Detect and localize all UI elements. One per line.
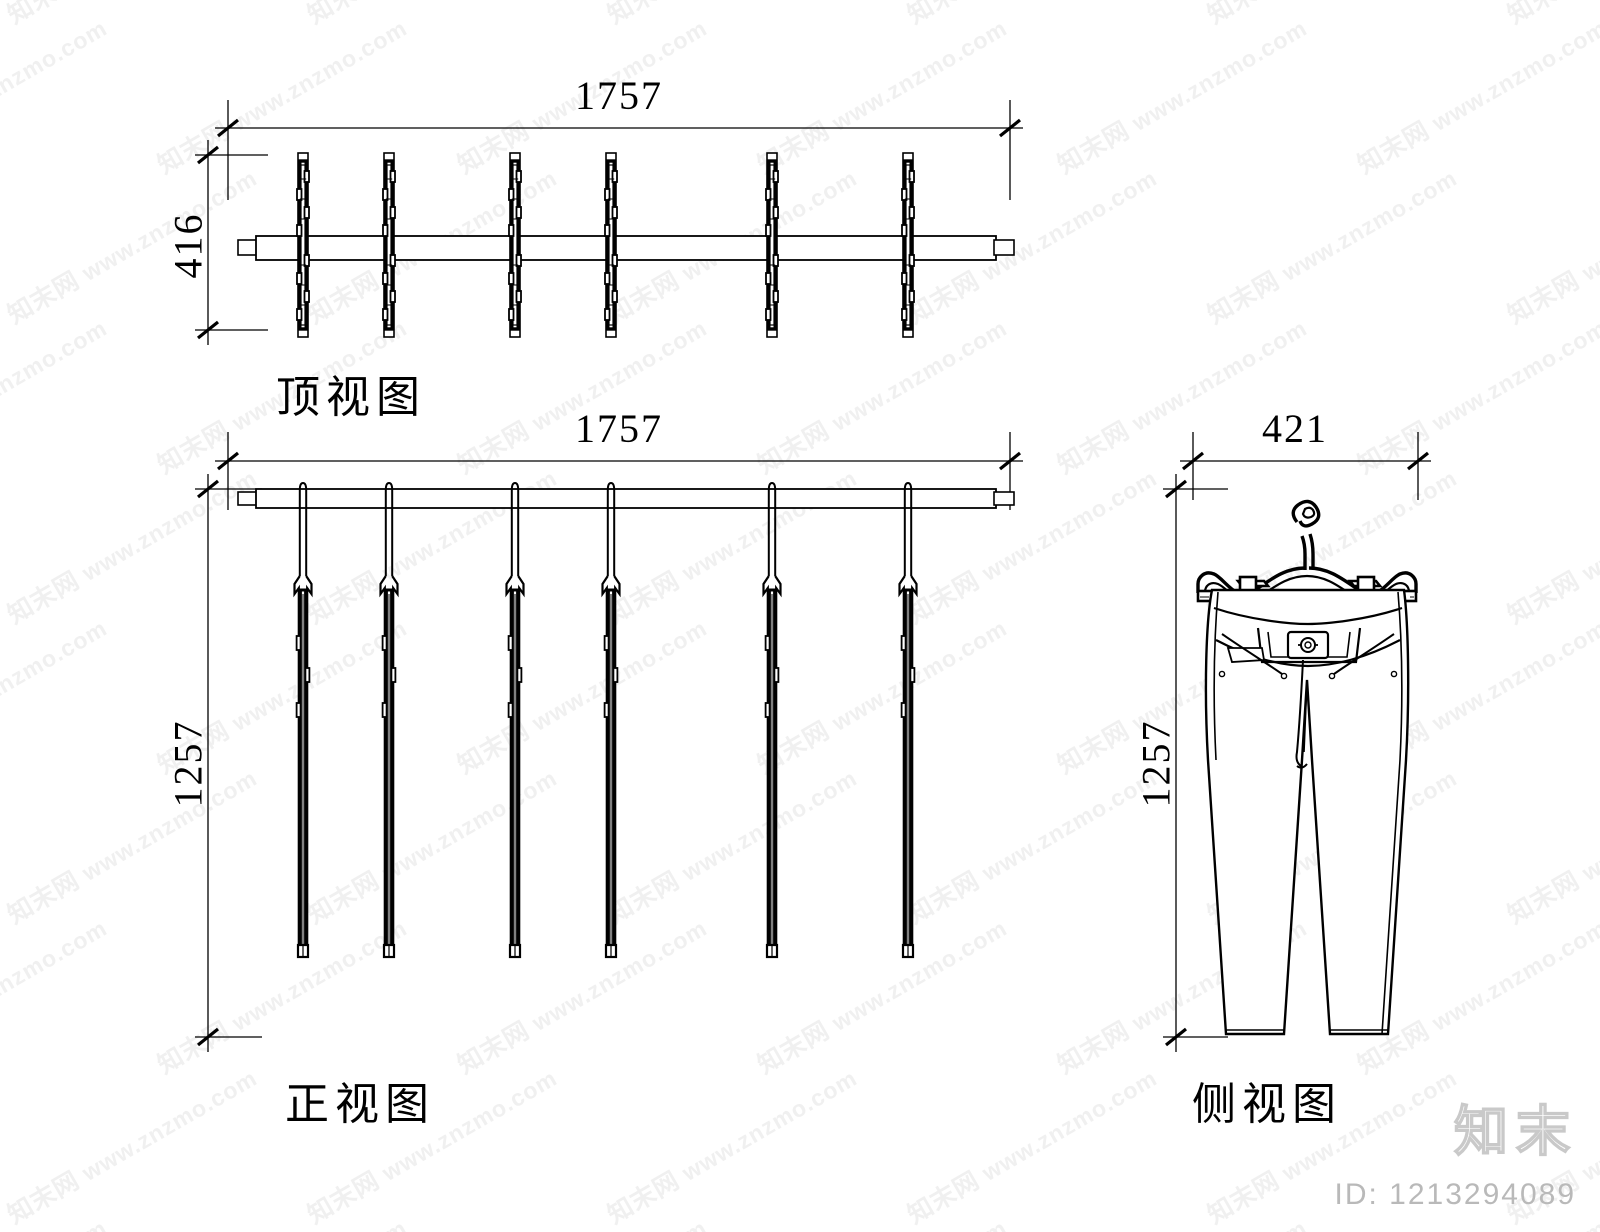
front-view-label: 正视图	[285, 1079, 435, 1130]
top-view-depth-value: 416	[165, 212, 211, 279]
front-view-rail	[237, 488, 1015, 509]
side-view-height-dimension	[1163, 474, 1228, 1052]
drawing-id-label: ID: 1213294089	[1334, 1178, 1576, 1211]
brand-logo: 知末	[1453, 1099, 1578, 1164]
front-view-hangers	[293, 481, 918, 959]
side-view-width-value: 421	[1262, 406, 1328, 451]
top-view-depth-dimension	[195, 140, 268, 345]
top-view-rail	[237, 235, 1015, 261]
top-view-group	[195, 100, 1023, 345]
top-view-label: 顶视图	[276, 372, 426, 423]
side-view-group	[1163, 432, 1431, 1052]
front-view-width-value: 1757	[575, 406, 663, 451]
front-view-group	[195, 432, 1023, 1052]
top-view-width-dimension	[215, 100, 1023, 200]
top-view-width-value: 1757	[575, 73, 663, 118]
front-view-height-dimension	[195, 474, 262, 1052]
side-view-height-value: 1257	[1133, 719, 1179, 808]
front-view-height-value: 1257	[165, 719, 211, 808]
side-view-trousers	[1204, 588, 1410, 1036]
side-view-label: 侧视图	[1192, 1079, 1342, 1130]
